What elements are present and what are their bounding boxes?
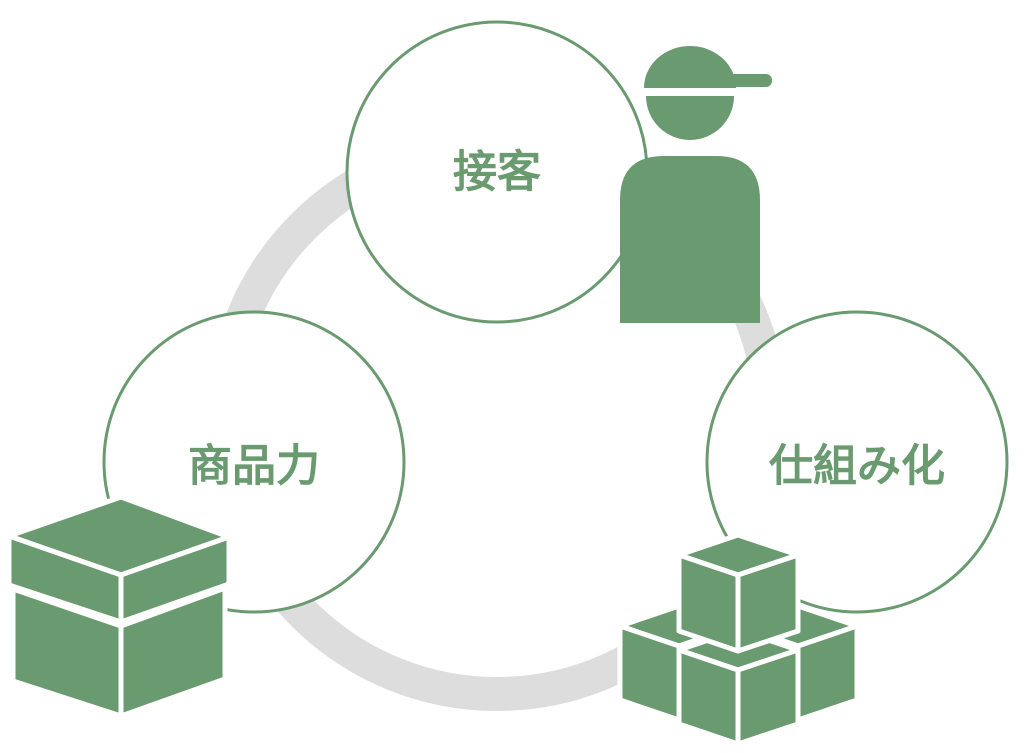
node-service-label: 接客 [453, 147, 541, 198]
staff-body [620, 156, 760, 323]
node-service: 接客 [345, 20, 649, 324]
stacked-boxes-icon [617, 532, 860, 747]
cube-front-right [735, 647, 801, 747]
box-lid-right [118, 534, 232, 625]
staff-person-icon [620, 46, 772, 323]
staff-cap [644, 46, 736, 88]
box-body-right [118, 585, 228, 719]
box-icon [6, 494, 232, 719]
node-system: 仕組み化 [705, 310, 1009, 614]
node-product-label: 商品力 [188, 441, 320, 492]
node-system-label: 仕組み化 [769, 441, 945, 492]
cube-top-right [735, 552, 801, 654]
node-system-circle [705, 310, 1009, 614]
cube-top-left [676, 552, 741, 654]
staff-head [646, 96, 734, 140]
